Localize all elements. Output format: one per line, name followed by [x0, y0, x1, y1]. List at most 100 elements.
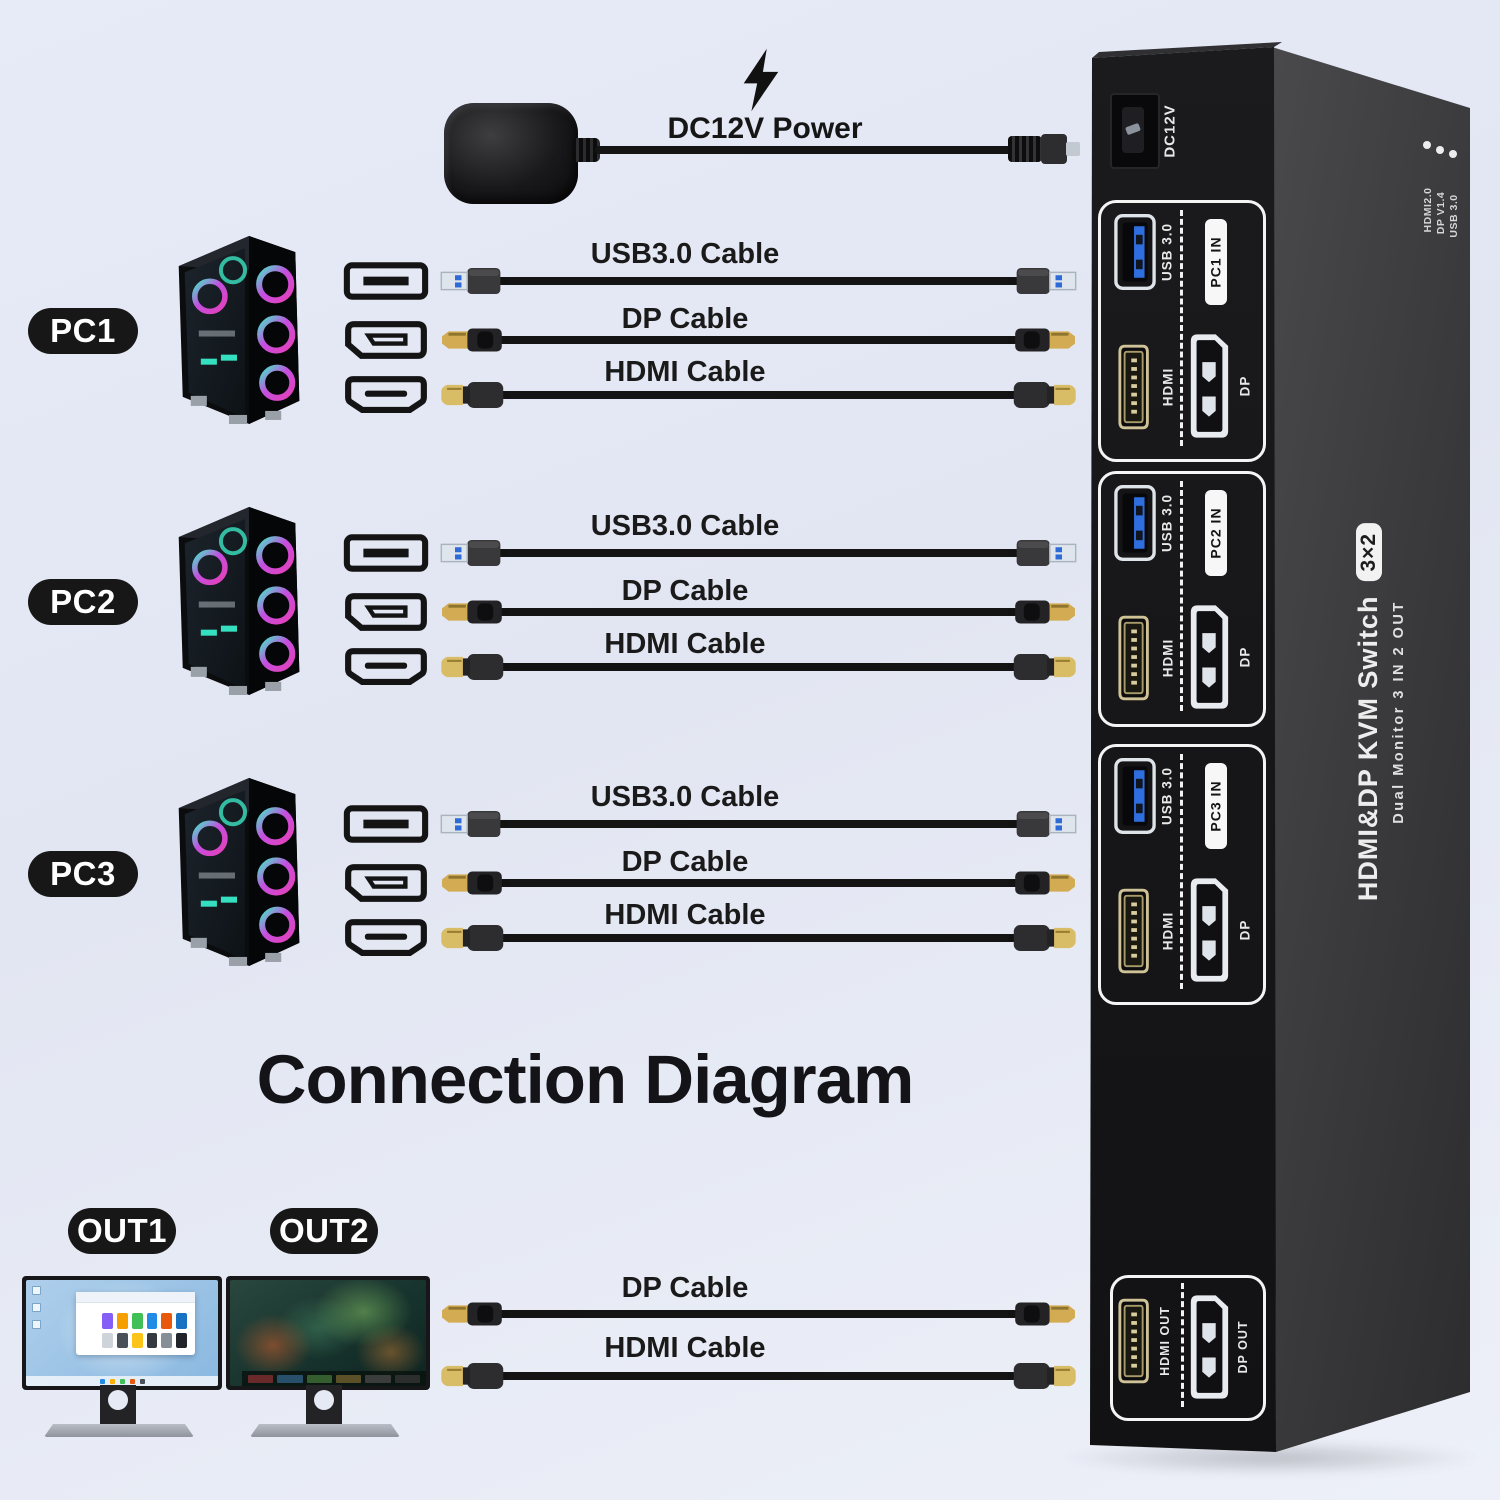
dc-plug	[1008, 134, 1082, 164]
pc3-hdmi-cable	[470, 934, 1040, 942]
power-cable	[595, 146, 1015, 154]
led-hdmi-label: HDMI2.0	[1422, 187, 1434, 233]
pc1-dp-port[interactable]	[1187, 330, 1231, 442]
pc3-dp-label: DP	[1237, 919, 1253, 941]
device-dc-label: DC12V	[1161, 104, 1179, 158]
pc3-usb-cable-left-connector	[437, 806, 509, 842]
pc1-hdmi-cable-label: HDMI Cable	[604, 356, 766, 388]
out-hdmi-cable-right-connector	[1008, 1358, 1080, 1394]
pc3-hdmi-cable-label: HDMI Cable	[604, 899, 766, 931]
device-group-pc3	[1098, 744, 1266, 1005]
pc3-usb-label: USB 3.0	[1159, 766, 1175, 826]
led-dp-label: DP V1.4	[1435, 191, 1447, 235]
power-adapter	[444, 103, 578, 204]
monitor-out2-screen	[230, 1280, 426, 1386]
pc2-dp-label: DP	[1237, 646, 1253, 668]
pc2-hdmi-cable-right-connector	[1008, 649, 1080, 685]
explorer-window	[75, 1291, 195, 1356]
pc1-hdmi-label: HDMI	[1160, 367, 1176, 407]
group-pc3-divider	[1180, 754, 1183, 989]
pc1-dp-cable-right-connector	[1008, 322, 1080, 358]
pc1-usb-cable-left-connector	[437, 263, 509, 299]
out1-badge: OUT1	[68, 1208, 176, 1254]
pc2-usb-label: USB 3.0	[1159, 493, 1175, 553]
pc2-dp-cable-left-connector	[437, 594, 509, 630]
pc3-hdmi-cable-left-connector	[437, 920, 509, 956]
device-dc-jack[interactable]	[1110, 93, 1160, 169]
pc2-hdmi-port[interactable]	[1117, 612, 1155, 704]
out-dp-cable-right-connector	[1008, 1296, 1080, 1332]
pc1-dp-cable-left-connector	[437, 322, 509, 358]
pc3-hdmi-label: HDMI	[1160, 911, 1176, 951]
pc3-dp-cable-label: DP Cable	[621, 846, 749, 878]
pc1-hdmi-cable-left-connector	[437, 377, 509, 413]
out-dp-label: DP OUT	[1236, 1320, 1250, 1374]
pc1-in-badge: PC1 IN	[1205, 219, 1227, 305]
pc2-usb-cable	[470, 549, 1040, 557]
device-group-out	[1110, 1275, 1266, 1421]
pc2-hdmi-cable	[470, 663, 1040, 671]
pc1-dp-label: DP	[1237, 375, 1253, 397]
monitor-out2-base	[250, 1424, 400, 1437]
pc2-hdmi-cable-left-connector	[437, 649, 509, 685]
page-title: Connection Diagram	[256, 1041, 915, 1118]
pc2-tower	[160, 501, 312, 697]
device-model-name: HDMI&DP KVM Switch	[1353, 595, 1383, 902]
pc2-hdmi-label: HDMI	[1160, 638, 1176, 678]
pc1-badge: PC1	[28, 308, 138, 354]
pc1-usb-cable	[470, 277, 1040, 285]
pc3-tower	[160, 772, 312, 968]
device-group-pc2	[1098, 471, 1266, 727]
out-hdmi-cable	[470, 1372, 1040, 1380]
pc3-dp-cable-right-connector	[1008, 865, 1080, 901]
pc3-dp-port[interactable]	[1187, 874, 1231, 986]
device-subtitle: Dual Monitor 3 IN 2 OUT	[1391, 600, 1407, 824]
out-hdmi-cable-left-connector	[437, 1358, 509, 1394]
pc1-dp-cable	[470, 336, 1040, 344]
pc3-hdmi-cable-right-connector	[1008, 920, 1080, 956]
pc3-usb-cable-right-connector	[1008, 806, 1080, 842]
pc1-dp-cable-label: DP Cable	[621, 303, 749, 335]
out2-badge: OUT2	[270, 1208, 378, 1254]
pc3-hdmi-port[interactable]	[1117, 885, 1155, 977]
pc3-usb3-port[interactable]	[1114, 757, 1156, 835]
pc1-hdmi-cable-right-connector	[1008, 377, 1080, 413]
device-group-pc1	[1098, 200, 1266, 462]
pc2-dp-cable	[470, 608, 1040, 616]
out-dp-cable-label: DP Cable	[621, 1272, 749, 1304]
out-hdmi-port[interactable]	[1117, 1293, 1155, 1389]
pc3-usb-cable	[470, 820, 1040, 828]
monitor-out1-screen	[26, 1280, 218, 1386]
pc2-dp-cable-label: DP Cable	[621, 575, 749, 607]
power-label: DC12V Power	[667, 112, 863, 145]
out-dp-cable	[470, 1310, 1040, 1318]
monitor-out2	[226, 1276, 430, 1390]
pc1-usb3-port[interactable]	[1114, 213, 1156, 291]
led-usb	[1449, 150, 1457, 158]
pc2-dp-cable-right-connector	[1008, 594, 1080, 630]
pc1-hdmi-port[interactable]	[1117, 341, 1155, 433]
pc1-usb-cable-right-connector	[1008, 263, 1080, 299]
led-hdmi	[1423, 141, 1431, 149]
lightning-icon	[737, 48, 785, 112]
pc2-usb3-port[interactable]	[1114, 484, 1156, 562]
kvm-device-side-face	[1272, 47, 1470, 1452]
pc3-dp-cable	[470, 879, 1040, 887]
out-hdmi-label: HDMI OUT	[1158, 1306, 1172, 1376]
pc2-hdmi-cable-label: HDMI Cable	[604, 628, 766, 660]
pc1-tower	[160, 230, 312, 426]
out-dp-cable-left-connector	[437, 1296, 509, 1332]
out-dp-port[interactable]	[1187, 1289, 1231, 1405]
pc3-in-badge: PC3 IN	[1205, 763, 1227, 849]
group-out-divider	[1181, 1283, 1184, 1407]
group-pc1-divider	[1180, 210, 1183, 446]
monitor-out1	[22, 1276, 222, 1390]
pc3-badge: PC3	[28, 851, 138, 897]
pc2-usb-cable-left-connector	[437, 535, 509, 571]
monitor-out2-stand-hole	[314, 1390, 334, 1410]
led-dp	[1436, 146, 1444, 154]
pc2-dp-port[interactable]	[1187, 601, 1231, 713]
pc2-badge: PC2	[28, 579, 138, 625]
pc1-hdmi-cable	[470, 391, 1040, 399]
